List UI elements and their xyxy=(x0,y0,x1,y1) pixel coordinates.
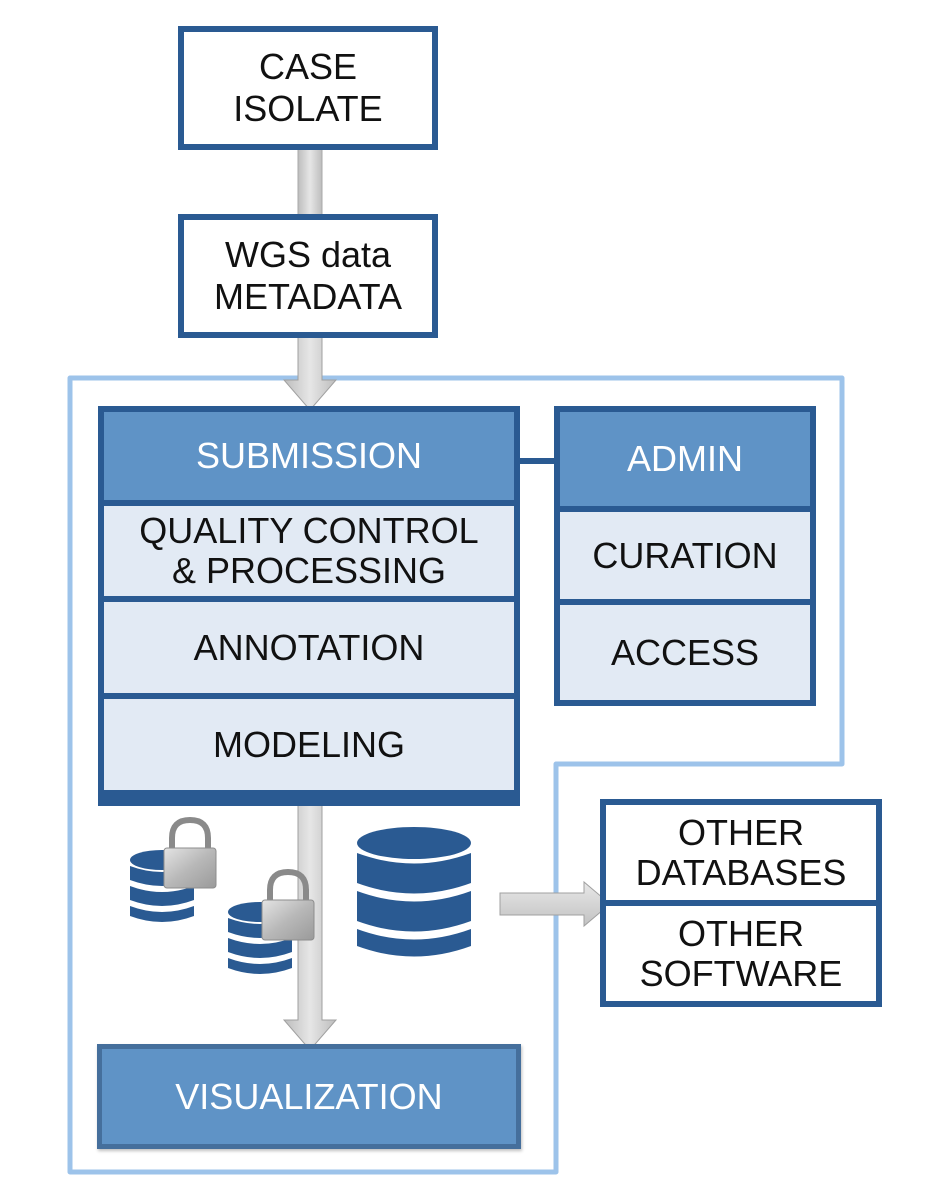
access-module: ACCESS xyxy=(560,605,810,700)
quality-control-line2: & PROCESSING xyxy=(171,550,447,591)
submission-label: SUBMISSION xyxy=(195,435,423,476)
other-databases-line2: DATABASES xyxy=(635,851,847,893)
locked-database-icon xyxy=(228,868,315,974)
annotation-label: ANNOTATION xyxy=(193,626,425,668)
arrow-wgs-to-submission xyxy=(282,335,338,411)
wgs-metadata-box: WGS data METADATA xyxy=(178,214,438,338)
annotation-module: ANNOTATION xyxy=(104,602,514,693)
wgs-metadata-line1: WGS data xyxy=(224,234,392,275)
submission-module: SUBMISSION xyxy=(104,412,514,500)
arrow-case-to-wgs xyxy=(297,147,323,219)
other-software-line2: SOFTWARE xyxy=(639,952,843,994)
locked-database-icon xyxy=(130,816,217,922)
admin-module: ADMIN xyxy=(560,412,810,506)
modeling-label: MODELING xyxy=(212,723,406,765)
modeling-module: MODELING xyxy=(104,699,514,790)
case-isolate-line2: ISOLATE xyxy=(233,88,383,129)
visualization-label: VISUALIZATION xyxy=(175,1075,443,1117)
admin-stack: ADMIN CURATION ACCESS xyxy=(554,406,816,706)
curation-label: CURATION xyxy=(592,534,778,576)
other-software-box: OTHER SOFTWARE xyxy=(606,906,876,1001)
case-isolate-line1: CASE xyxy=(258,46,358,87)
case-isolate-box: CASE ISOLATE xyxy=(178,26,438,150)
curation-module: CURATION xyxy=(560,512,810,599)
admin-label: ADMIN xyxy=(627,438,743,479)
access-label: ACCESS xyxy=(610,631,760,673)
padlock-icon xyxy=(261,868,315,941)
external-stack: OTHER DATABASES OTHER SOFTWARE xyxy=(600,799,882,1007)
other-databases-line1: OTHER xyxy=(678,811,804,853)
arrow-database-to-external xyxy=(499,880,611,928)
wgs-metadata-line2: METADATA xyxy=(214,276,402,317)
database-icon xyxy=(357,827,471,957)
other-software-line1: OTHER xyxy=(678,912,804,954)
other-databases-box: OTHER DATABASES xyxy=(606,805,876,900)
quality-control-module: QUALITY CONTROL & PROCESSING xyxy=(104,506,514,596)
visualization-module: VISUALIZATION xyxy=(97,1044,521,1149)
padlock-icon xyxy=(163,816,217,889)
platform-outline xyxy=(67,375,845,1175)
quality-control-line1: QUALITY CONTROL xyxy=(139,510,479,551)
pipeline-stack: SUBMISSION QUALITY CONTROL & PROCESSING … xyxy=(98,406,520,806)
